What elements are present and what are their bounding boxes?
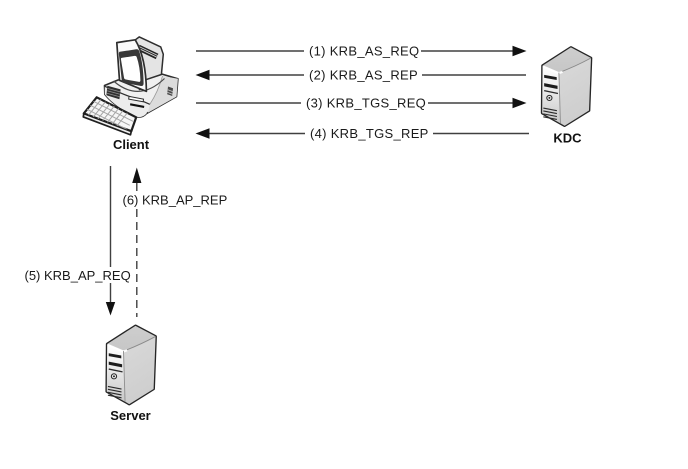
svg-text:(6) KRB_AP_REP: (6) KRB_AP_REP bbox=[123, 193, 228, 208]
svg-text:(5) KRB_AP_REQ: (5) KRB_AP_REQ bbox=[25, 268, 131, 283]
svg-text:(2) KRB_AS_REP: (2) KRB_AS_REP bbox=[309, 68, 418, 83]
svg-text:KDC: KDC bbox=[553, 131, 582, 146]
svg-text:Client: Client bbox=[113, 137, 150, 152]
svg-text:(4) KRB_TGS_REP: (4) KRB_TGS_REP bbox=[310, 126, 429, 141]
svg-text:(1) KRB_AS_REQ: (1) KRB_AS_REQ bbox=[309, 44, 419, 59]
svg-text:(3) KRB_TGS_REQ: (3) KRB_TGS_REQ bbox=[306, 96, 426, 111]
svg-text:Server: Server bbox=[110, 408, 150, 423]
